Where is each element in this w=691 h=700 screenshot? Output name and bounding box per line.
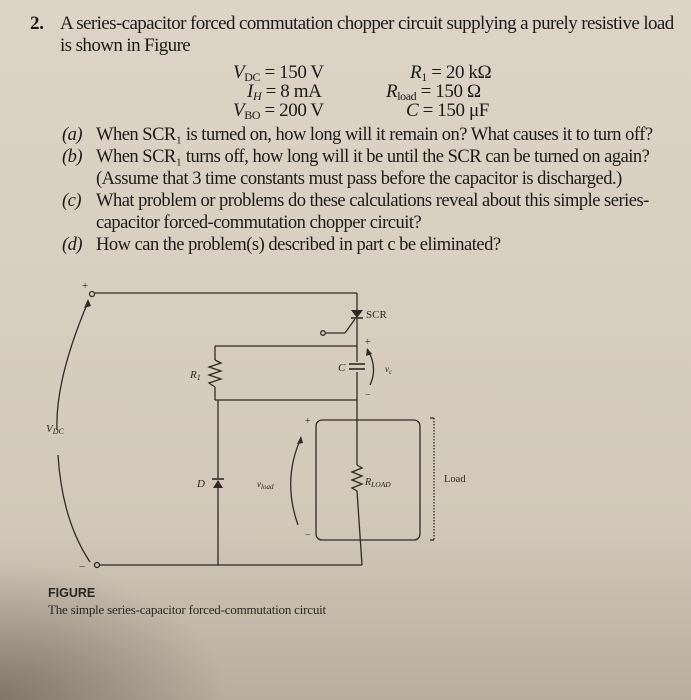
positive-terminal-icon (88, 290, 96, 298)
part-a: (a) When SCR₁ is turned on, how long wil… (62, 125, 653, 145)
problem-statement: A series-capacitor forced commutation ch… (60, 13, 674, 56)
rload-label: RLOAD (364, 477, 391, 489)
param-rload: Rload = 150 Ω (386, 81, 481, 103)
load-label: Load (444, 474, 466, 485)
figure-caption-text: The simple series-capacitor forced-commu… (48, 602, 326, 617)
parameters-right: R1 = 20 kΩ Rload = 150 Ω C = 150 μF (386, 62, 492, 121)
negative-terminal-icon (93, 561, 101, 569)
part-d: (d) How can the problem(s) described in … (62, 235, 501, 255)
vload-label: vload (257, 479, 274, 491)
scr-icon (351, 310, 363, 318)
source-plus-label: + (82, 280, 88, 292)
cap-minus-label: − (365, 390, 371, 401)
problem-number: 2. (30, 13, 44, 34)
scr-label: SCR (366, 309, 387, 321)
vdc-label: VDC (46, 423, 65, 436)
figure-caption-title: FIGURE (48, 586, 96, 600)
vc-arrow-icon (366, 348, 372, 356)
param-ih: IH = 8 mA (247, 81, 322, 103)
diode-label: D (196, 478, 205, 490)
part-b: (b) When SCR₁ turns off, how long will i… (62, 147, 650, 189)
param-vbo: VBO = 200 V (233, 100, 324, 122)
param-c: C = 150 μF (406, 100, 489, 121)
part-c: (c) What problem or problems do these ca… (62, 191, 649, 233)
vc-label: vc (385, 364, 393, 376)
diode-icon (213, 480, 223, 488)
r1-label: R1 (189, 369, 201, 382)
parameters-left: VDC = 150 V IH = 8 mA VBO = 200 V (233, 62, 324, 122)
load-minus-label: − (305, 530, 311, 541)
param-vdc: VDC = 150 V (233, 62, 324, 84)
source-minus-label: − (79, 561, 85, 573)
vdc-arrow-icon (84, 299, 91, 308)
param-r1: R1 = 20 kΩ (410, 62, 492, 84)
load-plus-label: + (305, 416, 311, 427)
capacitor-label: C (338, 362, 346, 374)
vload-arrow-icon (297, 436, 303, 444)
question-parts: (a) When SCR₁ is turned on, how long wil… (62, 124, 682, 256)
cap-plus-label: + (365, 337, 371, 348)
